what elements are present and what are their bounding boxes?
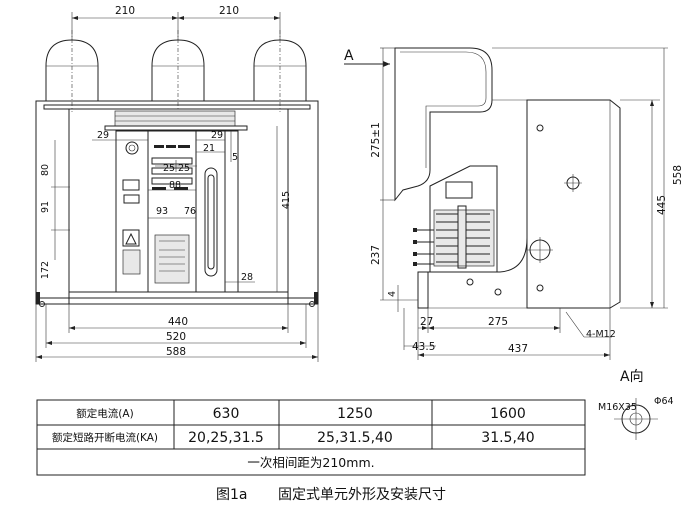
side-right-dims: 445 558: [492, 47, 684, 309]
rating-table: 额定电流(A) 630 1250 1600 额定短路开断电流(KA) 20,25…: [36, 399, 586, 476]
warning-label-icon: [122, 229, 140, 247]
side-left-dims: 275±1 237 4: [370, 47, 418, 312]
dim-phase-spacing-2: 210: [219, 5, 239, 17]
a-view-label: A向: [620, 369, 644, 385]
dim-29-right: 29: [211, 130, 223, 141]
dim-21: 21: [203, 143, 215, 154]
side-frame: [417, 99, 621, 309]
dim-4: 4: [387, 291, 398, 297]
view-a-letter: A: [344, 48, 354, 64]
dim-91: 91: [40, 201, 51, 213]
dim-588: 588: [166, 346, 186, 358]
dim-275-tol: 275±1: [370, 122, 382, 158]
cell-630: 630: [213, 406, 240, 422]
dim-80: 80: [40, 164, 51, 176]
dim-28: 28: [241, 272, 253, 283]
dim-237: 237: [370, 245, 382, 265]
dim-440: 440: [168, 316, 188, 328]
dim-43-5: 43.5: [412, 341, 435, 353]
cell-breaking-1600: 31.5,40: [481, 430, 534, 446]
cell-1600: 1600: [490, 406, 526, 422]
dim-558: 558: [672, 165, 684, 185]
position-slot: [204, 167, 218, 277]
row-rated-current-label: 额定电流(A): [76, 407, 133, 420]
nameplate: [154, 234, 190, 284]
dim-25-left: 25: [163, 163, 175, 174]
dim-415: 415: [281, 191, 292, 209]
front-inner-dims: 29 29 21 5 25 25 88 93 76 28 80 91 172 4…: [40, 126, 292, 292]
counter-window: [122, 179, 140, 191]
figure-title: 固定式单元外形及安装尺寸: [278, 487, 446, 503]
dim-27: 27: [420, 316, 433, 328]
control-panel: [115, 130, 239, 293]
dim-275-base: 275: [488, 316, 508, 328]
cell-1250: 1250: [337, 406, 373, 422]
a-view-detail: A向 M16X35 Φ64: [598, 369, 674, 440]
cell-breaking-1250: 25,31.5,40: [317, 430, 393, 446]
insulator-domes: [45, 30, 307, 112]
row-breaking-current-label: 额定短路开断电流(KA): [52, 431, 158, 444]
dim-4-m12: 4-M12: [586, 329, 616, 340]
figure-number: 图1a: [216, 487, 248, 503]
view-a-marker: A: [344, 48, 390, 67]
dim-437: 437: [508, 343, 528, 355]
dim-25-right: 25: [178, 163, 190, 174]
dim-172: 172: [40, 261, 51, 279]
upper-arm: [394, 47, 536, 202]
front-view: 210 210: [35, 5, 319, 362]
table-note: 一次相间距为210mm.: [247, 455, 374, 470]
figure-caption: 图1a 固定式单元外形及安装尺寸: [216, 487, 446, 503]
front-frame: [35, 100, 319, 307]
insulating-fins: [436, 205, 490, 269]
top-dimension-line: 210 210: [71, 5, 281, 40]
dim-76: 76: [184, 206, 196, 217]
thread-size-label: M16X35: [598, 402, 637, 413]
side-view: A: [344, 47, 684, 360]
dim-88: 88: [169, 180, 181, 191]
knob-icon: [125, 141, 139, 155]
dim-445: 445: [656, 195, 668, 215]
side-bottom-dims: 27 275 43.5 437 4-M12: [403, 308, 616, 360]
cell-breaking-630: 20,25,31.5: [188, 430, 264, 446]
dim-29-left: 29: [97, 130, 109, 141]
front-bottom-dims: 440 520 588: [35, 304, 319, 362]
dim-5: 5: [232, 152, 238, 163]
dim-520: 520: [166, 331, 186, 343]
pole-assembly: [413, 165, 498, 273]
dim-93: 93: [156, 206, 168, 217]
diameter-label: Φ64: [654, 396, 674, 407]
dim-phase-spacing-1: 210: [115, 5, 135, 17]
